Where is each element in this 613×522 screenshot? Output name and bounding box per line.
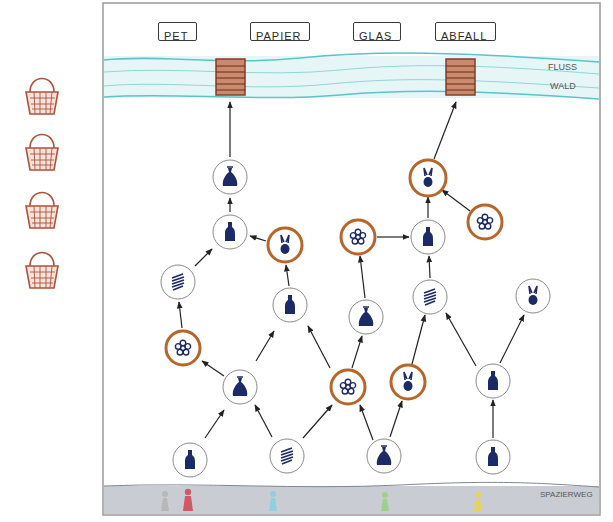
bin-box: PAPIER <box>250 22 310 41</box>
area-label: FLUSS <box>548 62 577 72</box>
bin-label: GLAS <box>359 30 392 42</box>
bin-box: GLAS <box>353 22 401 41</box>
bin-label: PET <box>164 30 188 42</box>
bin-label: PAPIER <box>256 30 302 42</box>
bin-box: ABFALL <box>435 22 496 41</box>
bin-box: PET <box>158 22 197 41</box>
area-label: SPAZIERWEG <box>540 490 593 499</box>
area-label: WALD <box>550 81 576 91</box>
bin-label: ABFALL <box>441 30 487 42</box>
